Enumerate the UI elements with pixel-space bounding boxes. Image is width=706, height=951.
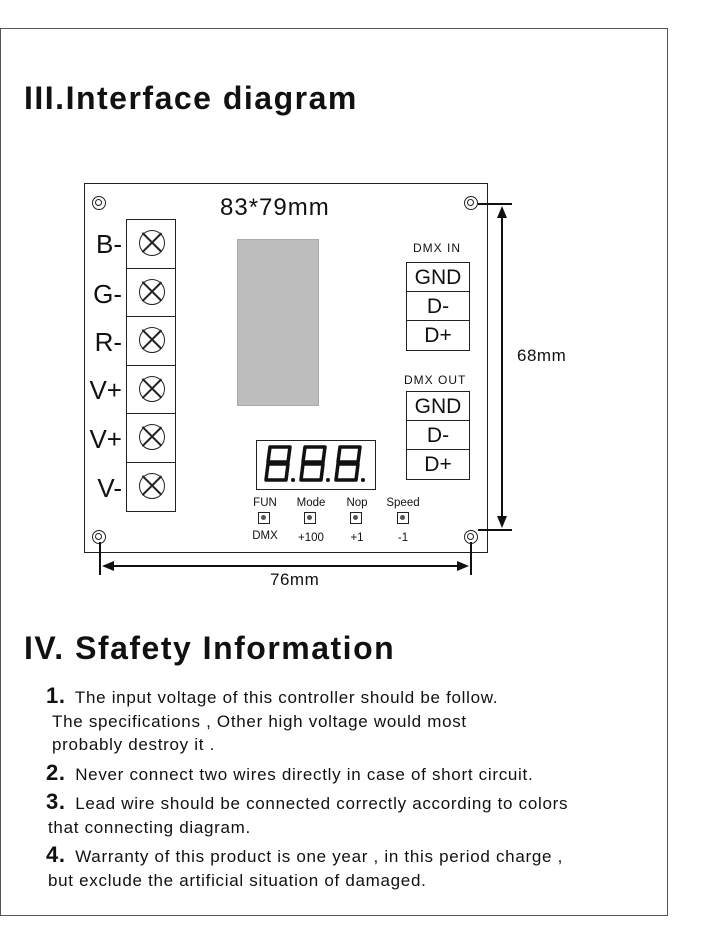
terminal-label: V+ [89,375,122,405]
button-label-top: Speed [386,497,420,509]
item-text: Warranty of this product is one year , i… [75,847,564,866]
dmx-in-connector: GND D- D+ [406,262,470,351]
button-label-top: Mode [296,497,326,509]
button-label-top: FUN [253,497,277,509]
led-display [256,440,376,490]
item-text: Never connect two wires directly in case… [75,764,534,784]
dmx-pin: GND [407,392,469,421]
button-label-top: Nop [346,497,368,509]
dmx-pin: GND [407,263,469,292]
screw-terminal-icon [139,472,165,499]
section-title-safety: IV. Sfafety Information [24,630,396,666]
list-item: 1. The input voltage of this controller … [46,684,676,757]
button-label-bottom: +1 [350,532,364,544]
button-label-bottom: -1 [397,532,409,544]
board-size-label: 83*79mm [220,194,330,221]
terminal-label: R- [94,327,122,357]
mount-hole-icon [92,196,106,210]
width-dimension: 76mm [270,570,320,589]
item-text: but exclude the artificial situation of … [48,870,427,890]
dmx-pin: D- [407,421,469,450]
push-button-icon [397,512,409,524]
dmx-out-connector: GND D- D+ [406,391,470,480]
page-frame [0,28,668,916]
safety-list: 1. The input voltage of this controller … [46,684,676,896]
push-button-icon [304,512,316,524]
controller-board [84,183,488,553]
mount-hole-icon [464,196,478,210]
push-button-icon [350,512,362,524]
terminal-label: G- [93,279,122,309]
list-item: 4. Warranty of this product is one year … [46,843,676,892]
screw-terminal-icon [139,327,165,353]
item-number: 2. [46,759,66,785]
item-number: 4. [46,842,66,867]
screw-terminal-icon [139,230,165,256]
item-text: The input voltage of this controller sho… [74,688,499,707]
terminal-label: V- [97,473,122,503]
terminal-label: V+ [89,424,122,454]
seven-segment-icon [264,445,365,482]
dmx-pin: D+ [424,453,452,476]
item-number: 3. [46,789,66,814]
push-button-icon [258,512,270,524]
item-text: that connecting diagram. [48,817,251,837]
dmx-pin: D+ [424,324,452,347]
item-text: The specifications , Other high voltage … [52,711,467,731]
button-label-bottom: DMX [252,530,278,542]
button-label-bottom: +100 [298,532,324,544]
screw-terminal-icon [139,375,165,402]
dmx-pin: D- [407,292,469,321]
screw-terminal-icon [139,424,165,450]
item-text: Lead wire should be connected correctly … [75,794,569,813]
screw-terminal-icon [139,278,165,305]
dmx-out-title: DMX OUT [404,373,467,387]
item-number: 1. [46,683,66,708]
section-title-interface: III.Interface diagram [24,80,358,116]
list-item: 2. Never connect two wires directly in c… [46,759,676,787]
terminal-block [126,219,176,512]
item-text: probably destroy it . [52,735,216,754]
terminal-label: B- [96,229,122,259]
dmx-in-title: DMX IN [413,241,461,255]
list-item: 3. Lead wire should be connected correct… [46,790,676,839]
height-dimension: 68mm [517,346,567,365]
chip [237,239,319,406]
